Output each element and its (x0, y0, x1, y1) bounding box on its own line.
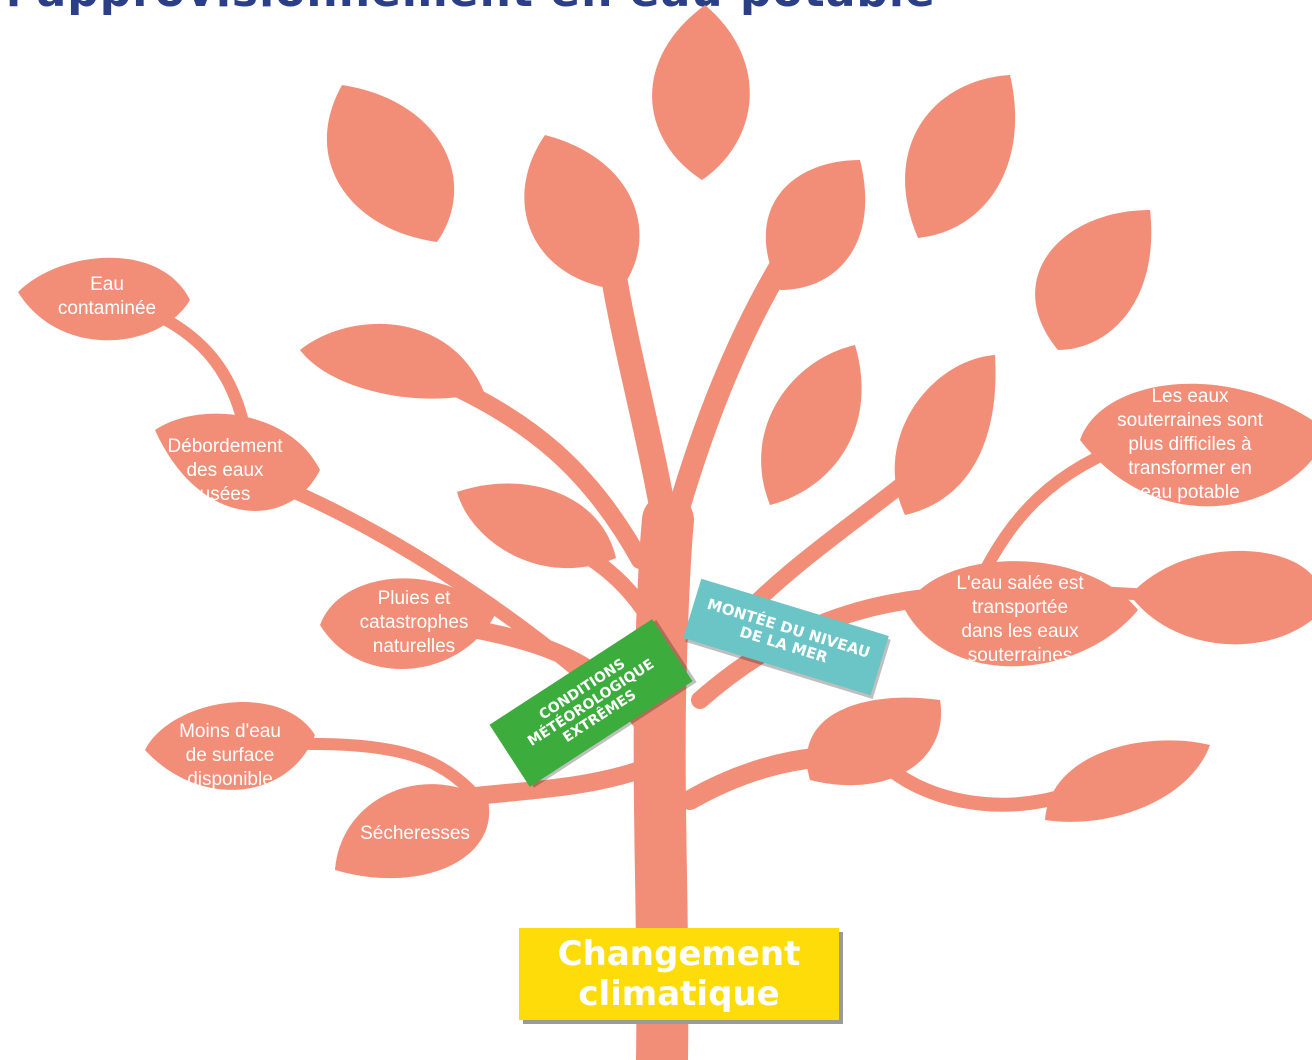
leaf-rain-disasters (320, 578, 495, 670)
leaf-label-droughts: Sécheresses (360, 823, 470, 844)
leaf-salt-water (905, 561, 1138, 667)
branch-center (597, 237, 681, 553)
leaf-label-rain-disasters: Pluies et catastrophes naturelles (359, 588, 469, 657)
leaf-label-salt-water: L'eau salée est transportée dans les eau… (956, 573, 1084, 666)
leaf-upper-left (326, 85, 455, 242)
leaf-right-mid2 (894, 355, 996, 515)
branch-upper-left (431, 371, 649, 569)
leaf-label-contaminated-water: Eau contaminée (57, 274, 157, 319)
leaf-right-low (806, 697, 942, 786)
branch-center-right (659, 239, 801, 551)
leaf-label-groundwater: Les eaux souterraines sont plus difficil… (1117, 386, 1263, 503)
leaf-contaminated-water (18, 257, 190, 341)
leaf-sewage-overflow (155, 413, 320, 511)
leaf-center-right (765, 160, 866, 290)
leaf-far-right-low (1045, 740, 1210, 822)
root-label-climate-change: Changement climatique (519, 928, 839, 1020)
leaf-left-mid (300, 323, 484, 399)
leaf-mid (457, 483, 616, 569)
leaf-far-right (1130, 550, 1312, 645)
leaf-droughts (335, 784, 490, 879)
leaf-top-center (652, 5, 750, 180)
leaf-label-sewage-overflow: Débordement des eaux usées (167, 436, 283, 505)
leaf-right-mid1 (761, 345, 862, 505)
leaf-groundwater (1080, 383, 1312, 507)
leaf-upper-right (905, 75, 1016, 238)
leaf-less-surface (145, 702, 315, 790)
leaf-center (524, 135, 640, 290)
leaf-label-less-surface-water: Moins d'eau de surface disponible (179, 721, 281, 790)
leaf-right-high (1035, 210, 1152, 350)
